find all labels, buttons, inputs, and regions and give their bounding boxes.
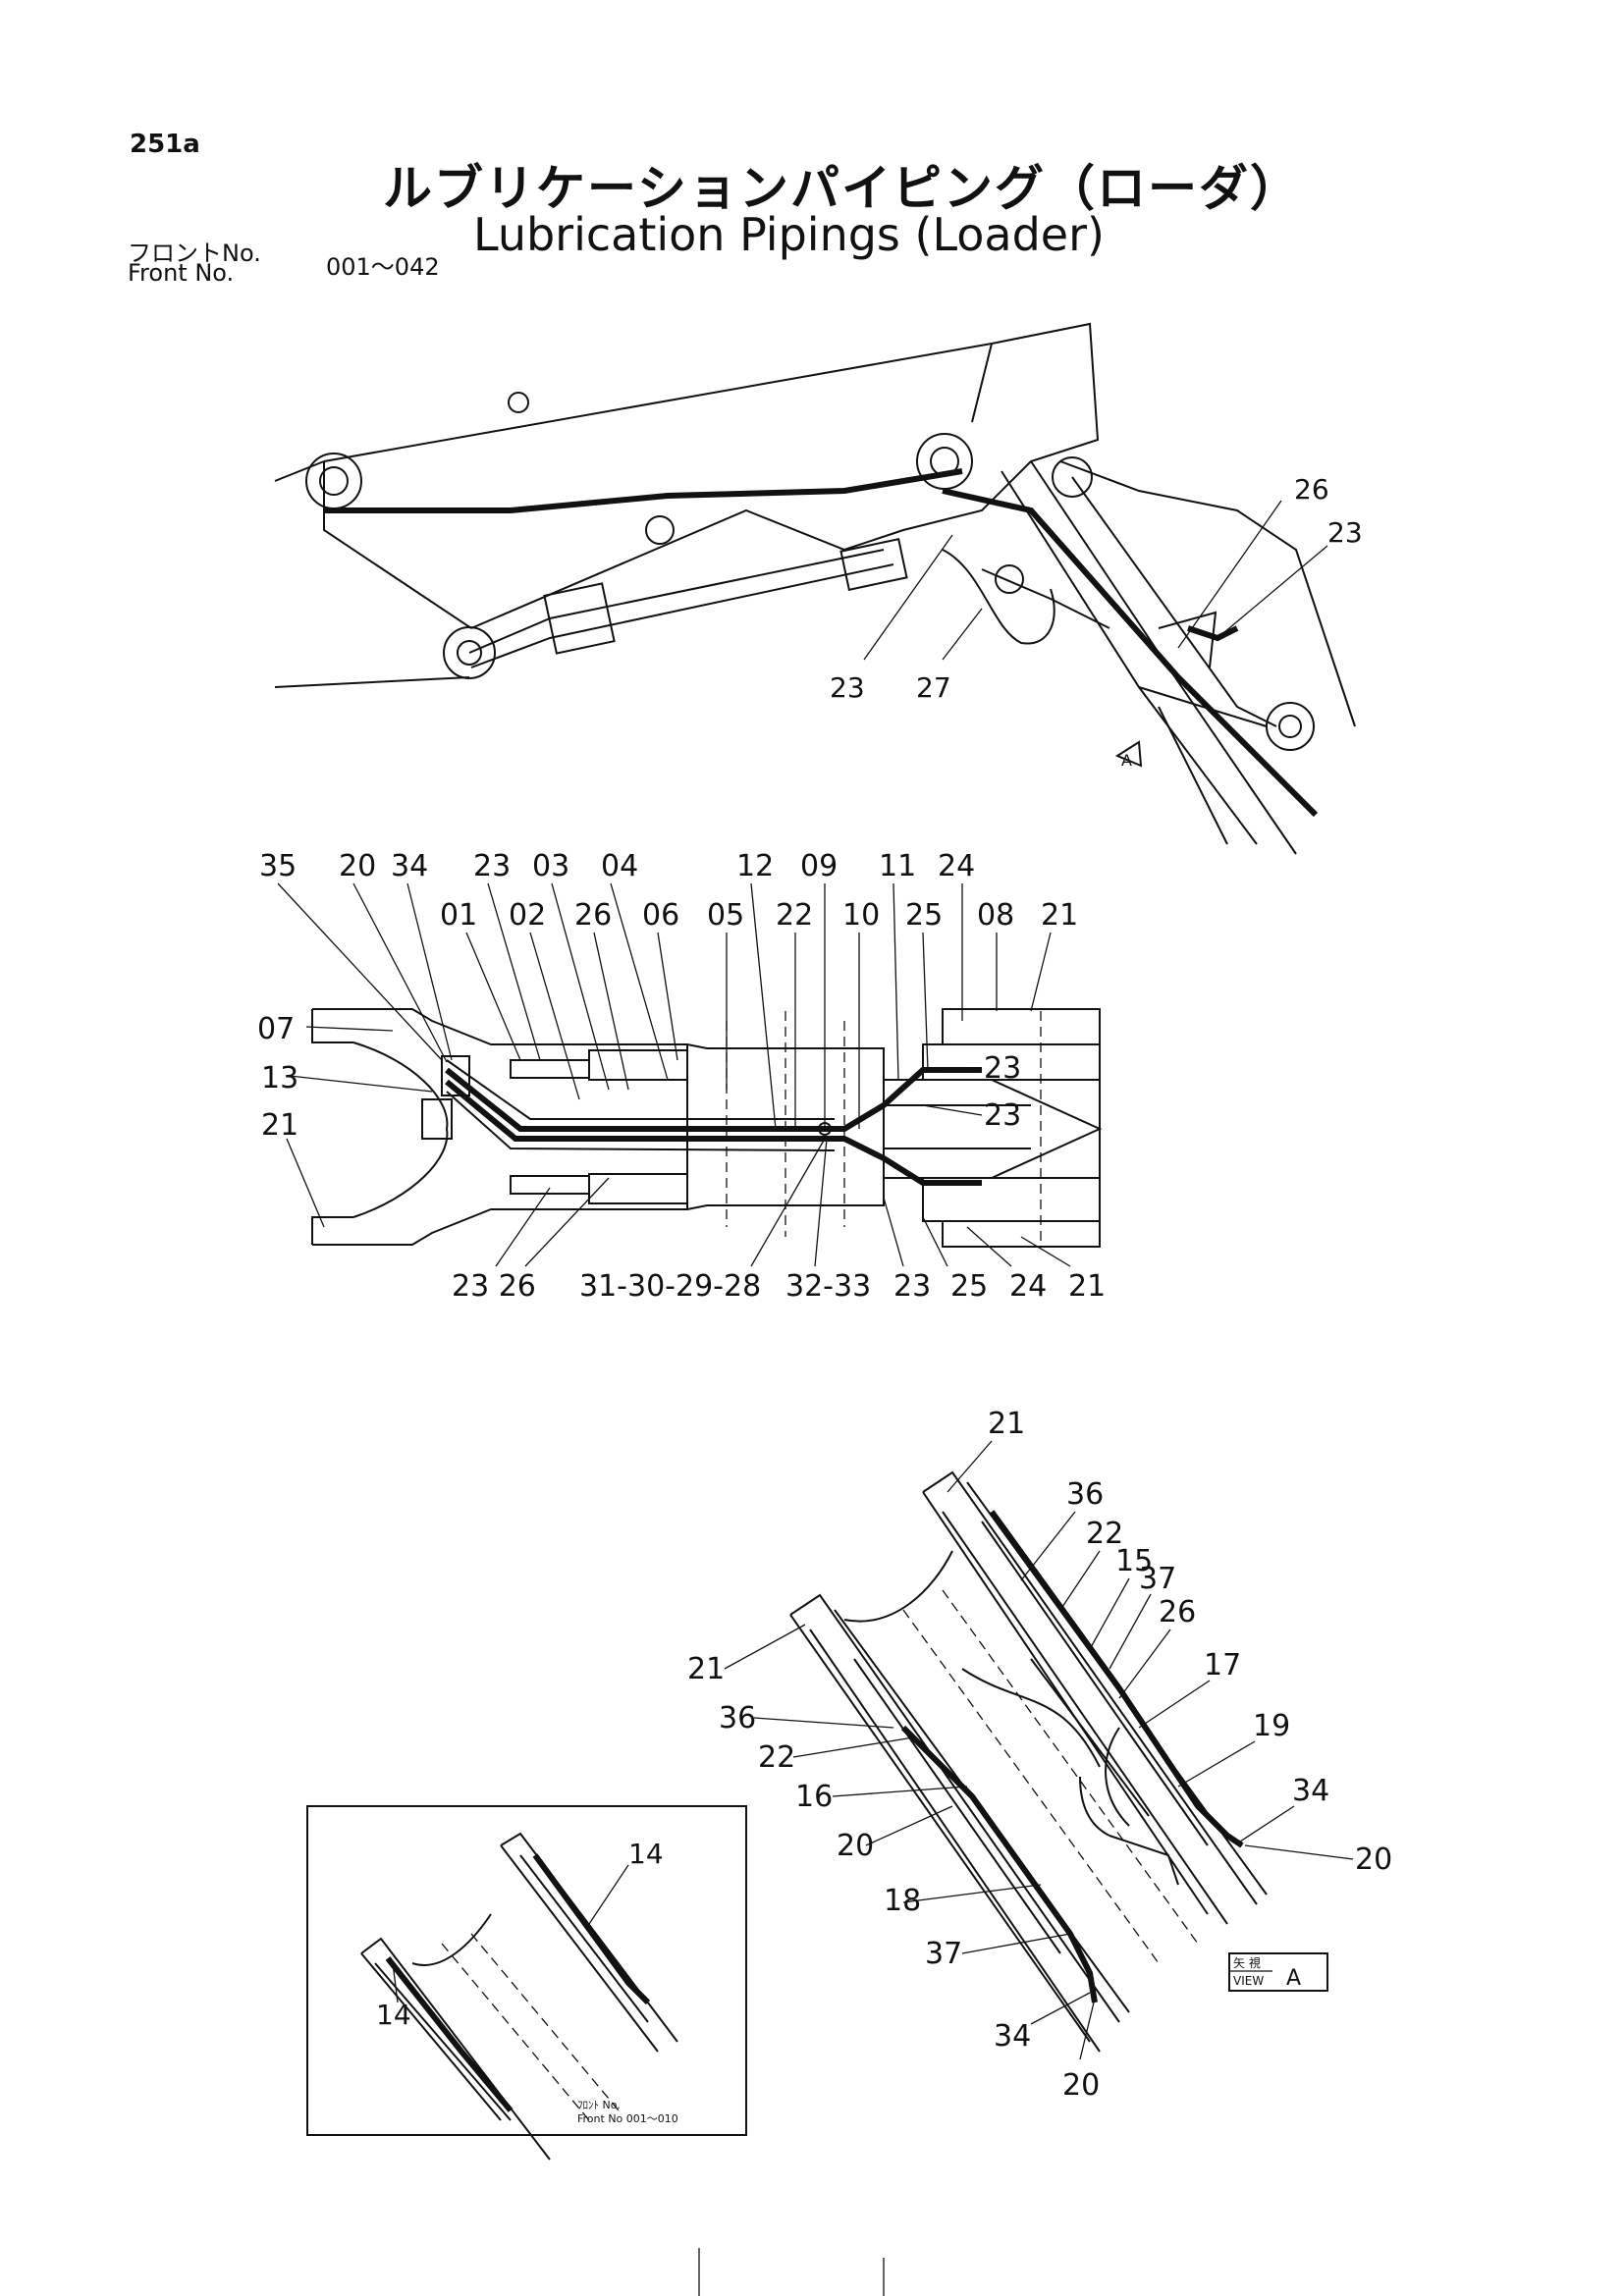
inset-label: 14 <box>628 1838 664 1870</box>
svg-text:A: A <box>1286 1966 1301 1991</box>
view3-label: 21 <box>687 1652 725 1686</box>
inset-label: 14 <box>376 1999 411 2031</box>
view2-label: 23 <box>893 1269 931 1304</box>
view-a-label-box: 矢 視 VIEW A <box>1228 1952 1328 1992</box>
scan-marks <box>698 2248 885 2296</box>
front-no-range: 001～042 <box>326 253 440 281</box>
view3-label: 26 <box>1159 1595 1196 1629</box>
view2-label: 08 <box>977 898 1014 933</box>
view2-label: 04 <box>601 849 638 883</box>
view3-label: 37 <box>925 1937 962 1971</box>
view3-label: 20 <box>837 1829 874 1863</box>
view2-label: 09 <box>800 849 838 883</box>
view2-label: 07 <box>257 1012 295 1046</box>
view1-label: 26 <box>1294 473 1329 506</box>
view2-label: 11 <box>879 849 916 883</box>
view2-label: 26 <box>574 898 612 933</box>
view3-view-a: 21 36 22 15 37 26 17 19 34 20 21 36 22 1… <box>687 1407 1392 2103</box>
inset-frame: 14 14 ﾌﾛﾝﾄ No. Front No 001～010 <box>306 1805 747 2161</box>
view2-label: 12 <box>736 849 774 883</box>
view1-label: 27 <box>916 671 951 704</box>
view2-label: 23 <box>984 1051 1021 1086</box>
view2-label: 23 26 <box>452 1269 536 1304</box>
view2-label: 32-33 <box>785 1269 871 1304</box>
view3-label: 34 <box>994 2019 1031 2054</box>
svg-text:A: A <box>1121 751 1132 770</box>
view2-label: 10 <box>842 898 880 933</box>
view3-label: 18 <box>884 1884 921 1918</box>
view2-label: 22 <box>776 898 813 933</box>
svg-text:VIEW: VIEW <box>1233 1974 1264 1988</box>
view2-label: 23 <box>473 849 511 883</box>
view2-label: 02 <box>509 898 546 933</box>
svg-text:矢 視: 矢 視 <box>1233 1955 1261 1970</box>
view2-label: 21 <box>1068 1269 1106 1304</box>
front-no-label-jp: フロントNo. <box>128 240 261 267</box>
inset-front-no-en: Front No 001～010 <box>577 2112 678 2125</box>
title-english: Lubrication Pipings (Loader) <box>473 208 1105 261</box>
view3-label: 36 <box>1066 1477 1104 1512</box>
view3-label: 36 <box>719 1701 756 1735</box>
view3-label: 17 <box>1204 1648 1241 1682</box>
view1-boom-side: 26 23 23 27 A <box>274 322 1363 855</box>
view2-label: 25 <box>905 898 943 933</box>
view3-label: 22 <box>1086 1517 1123 1551</box>
view3-label: 34 <box>1292 1774 1329 1808</box>
view2-label: 21 <box>261 1108 298 1143</box>
view-a-arrow-icon: A <box>1114 740 1143 770</box>
view2-label: 24 <box>1009 1269 1047 1304</box>
view3-label: 22 <box>758 1740 795 1775</box>
view2-label: 24 <box>938 849 975 883</box>
view1-label: 23 <box>1327 516 1363 549</box>
view2-label: 25 <box>950 1269 988 1304</box>
view3-label: 37 <box>1139 1562 1176 1596</box>
view3-label: 21 <box>988 1407 1025 1441</box>
front-no-label-en: Front No. <box>128 259 235 287</box>
view2-label: 35 <box>259 849 297 883</box>
view2-label: 31-30-29-28 <box>579 1269 761 1304</box>
view3-label: 19 <box>1253 1709 1290 1743</box>
view1-label: 23 <box>830 671 865 704</box>
view2-label: 21 <box>1041 898 1078 933</box>
view3-label: 20 <box>1355 1842 1392 1877</box>
view3-label: 16 <box>795 1780 833 1814</box>
view2-plan: 35 20 34 23 03 04 01 02 26 06 05 12 22 0… <box>257 849 1106 1304</box>
title-japanese: ルブリケーションパイピング（ローダ） <box>383 160 1301 217</box>
view3-label: 15 <box>1115 1544 1153 1578</box>
view2-label: 03 <box>532 849 569 883</box>
view2-label: 23 <box>984 1098 1021 1133</box>
view2-label: 05 <box>707 898 744 933</box>
view2-label: 20 <box>339 849 376 883</box>
view3-label: 20 <box>1062 2068 1100 2103</box>
view2-label: 06 <box>642 898 679 933</box>
page-number: 251a <box>130 130 200 159</box>
view2-label: 34 <box>391 849 428 883</box>
view2-label: 01 <box>440 898 477 933</box>
inset-front-no-jp: ﾌﾛﾝﾄ No. <box>577 2099 621 2111</box>
view2-label: 13 <box>261 1061 298 1095</box>
